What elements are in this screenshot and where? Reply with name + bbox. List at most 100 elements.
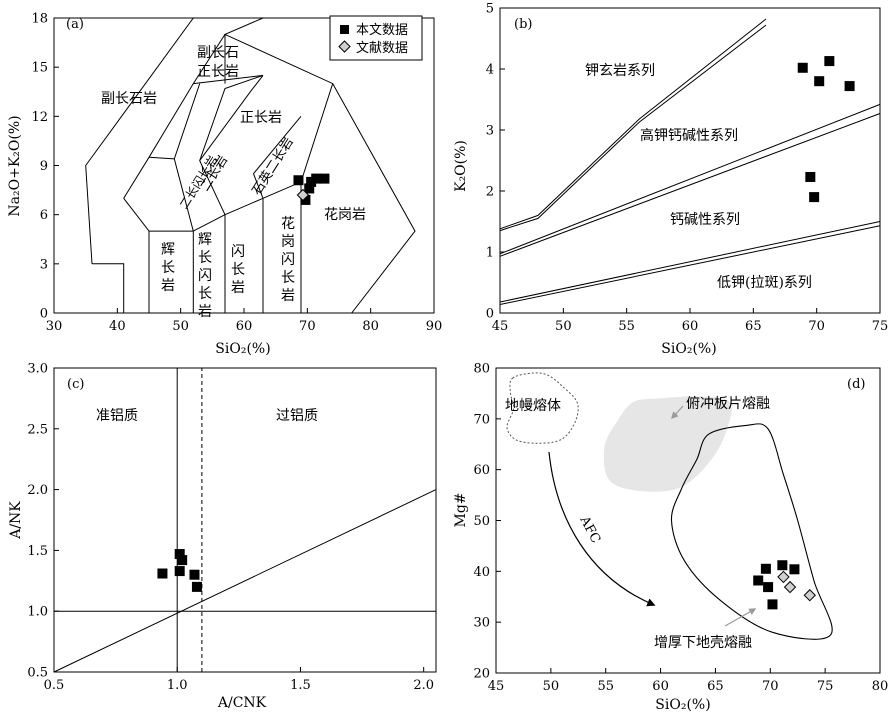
field-label-foidolite: 副长石岩 <box>101 91 157 107</box>
boundary-line <box>499 225 881 305</box>
data-point-this-study <box>177 555 188 566</box>
data-point-this-study <box>777 560 788 571</box>
y-tick-label: 12 <box>31 110 48 125</box>
legend-entry-this-study: 本文数据 <box>356 23 408 38</box>
panel-d-xlabel: SiO₂(%) <box>655 697 710 713</box>
boundary-line <box>499 18 767 230</box>
data-point-this-study <box>805 171 816 182</box>
y-tick-label: 4 <box>486 63 494 78</box>
y-tick-label: 2.0 <box>27 483 48 498</box>
x-tick-label: 75 <box>817 679 834 694</box>
x-tick-label: 80 <box>872 679 889 694</box>
x-tick-label: 60 <box>236 319 253 334</box>
annotation-mantle-melt: 地幔熔体 <box>505 398 561 414</box>
legend-entry-literature: 文献数据 <box>356 41 408 56</box>
panel-b-ylabel: K₂O(%) <box>453 140 469 192</box>
y-tick-label: 6 <box>40 208 48 223</box>
field-label-high-k-calc-alkaline: 高钾钙碱性系列 <box>640 127 738 144</box>
field-label-granite: 花岗岩 <box>324 207 366 223</box>
boundary-line <box>199 74 264 215</box>
tas-field-boundaries <box>85 17 416 314</box>
panel-b-points <box>797 56 855 203</box>
x-tick-label: 65 <box>707 679 724 694</box>
y-tick-label: 0.5 <box>27 666 48 681</box>
x-tick-label: 1.0 <box>167 678 188 693</box>
y-tick-label: 18 <box>31 12 48 27</box>
y-tick-label: 5 <box>486 2 494 17</box>
y-tick-label: 70 <box>473 412 490 427</box>
slab-melt-arrow <box>671 405 684 420</box>
panel-b-series-boundaries <box>499 18 881 305</box>
field-label-gabbrodiorite: 辉长闪长岩 <box>198 232 212 320</box>
y-tick-label: 30 <box>473 616 490 631</box>
boundary-line <box>173 83 201 160</box>
x-tick-label: 0.5 <box>44 678 65 693</box>
boundary-line <box>199 91 251 161</box>
x-tick-label: 2.0 <box>413 678 434 693</box>
y-tick-label: 40 <box>473 565 490 580</box>
field-label-foid-syenite-1: 副长石 <box>197 45 239 61</box>
x-tick-label: 70 <box>299 319 316 334</box>
panel-d-regions <box>506 372 833 640</box>
panel-c-label: (c) <box>67 377 84 392</box>
x-tick-label: 70 <box>808 319 825 334</box>
x-tick-label: 75 <box>872 319 889 334</box>
y-tick-label: 0 <box>486 307 494 322</box>
legend-box <box>329 15 423 61</box>
field-label-granodiorite: 花岗闪长岩 <box>281 216 295 304</box>
x-tick-label: 55 <box>618 319 635 334</box>
x-tick-label: 50 <box>172 319 189 334</box>
panel-c-reference-lines <box>53 368 437 673</box>
data-point-this-study <box>293 175 304 186</box>
y-tick-label: 80 <box>473 362 490 377</box>
field-label-shoshonite: 钾玄岩系列 <box>585 62 655 79</box>
data-point-this-study <box>189 569 200 580</box>
x-tick-label: 60 <box>682 319 699 334</box>
boundary-line <box>499 113 881 257</box>
boundary-line <box>53 489 437 673</box>
x-tick-label: 70 <box>762 679 779 694</box>
y-tick-label: 20 <box>473 667 490 682</box>
data-point-this-study <box>809 192 820 203</box>
x-tick-label: 30 <box>46 319 63 334</box>
data-point-this-study <box>824 56 835 67</box>
region-outline <box>670 423 833 640</box>
x-tick-label: 50 <box>555 319 572 334</box>
boundary-line <box>193 74 264 85</box>
panel-c-points <box>157 549 202 592</box>
boundary-line <box>223 17 416 314</box>
data-point-this-study <box>763 582 774 593</box>
panel-b-xlabel: SiO₂(%) <box>661 341 716 357</box>
region-outline <box>603 396 732 492</box>
panel-a-points <box>293 173 330 205</box>
x-tick-label: 45 <box>492 319 509 334</box>
data-point-this-study <box>753 575 764 586</box>
data-point-this-study <box>760 563 771 574</box>
data-point-this-study <box>191 581 202 592</box>
y-tick-label: 3 <box>486 124 494 139</box>
data-point-literature <box>803 589 816 602</box>
y-tick-label: 50 <box>473 514 490 529</box>
field-label-peraluminous: 过铝质 <box>276 408 318 424</box>
y-tick-label: 0 <box>40 307 48 322</box>
data-point-this-study <box>304 183 315 194</box>
x-tick-label: 80 <box>362 319 379 334</box>
field-label-diorite: 闪长岩 <box>231 244 245 296</box>
panel-a-legend: 本文数据 文献数据 <box>329 15 423 61</box>
panel-c-xlabel: A/CNK <box>217 695 267 711</box>
data-point-this-study <box>814 76 825 87</box>
data-point-literature <box>777 570 790 584</box>
legend-square-marker <box>340 25 349 34</box>
data-point-this-study <box>844 81 855 92</box>
data-point-literature <box>783 580 797 594</box>
panel-a-ylabel: Na₂O+K₂O(%) <box>7 115 23 216</box>
data-point-this-study <box>311 173 322 184</box>
field-label-calc-alkaline: 钙碱性系列 <box>670 212 740 228</box>
y-tick-label: 2 <box>486 185 494 200</box>
data-point-this-study <box>157 568 168 579</box>
field-label-low-k-tholeiite: 低钾(拉斑)系列 <box>717 275 812 291</box>
